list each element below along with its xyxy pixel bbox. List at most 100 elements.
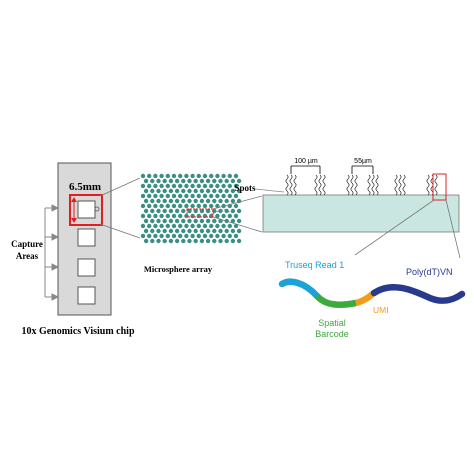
microsphere-dot bbox=[171, 173, 177, 179]
microsphere-dot bbox=[150, 238, 155, 244]
capture-oligo: Truseq Read 1 Poly(dT)VN UMI Spatial Bar… bbox=[278, 260, 466, 339]
microsphere-dot bbox=[140, 213, 146, 219]
probe-strand bbox=[375, 174, 379, 196]
microsphere-dot bbox=[193, 228, 198, 234]
microsphere-dot bbox=[230, 178, 236, 184]
microsphere-dot bbox=[190, 183, 195, 189]
probe-strand bbox=[394, 174, 398, 196]
microsphere-dot bbox=[199, 188, 205, 194]
microsphere-dot bbox=[171, 193, 177, 199]
microsphere-dot bbox=[156, 228, 161, 234]
slide-view: Spots 100 µm 55µm bbox=[234, 158, 461, 259]
arrow-up-icon bbox=[71, 197, 77, 202]
microsphere-dot bbox=[171, 183, 177, 189]
microsphere-dot bbox=[209, 203, 214, 209]
probe-strand bbox=[346, 174, 350, 196]
microsphere-dot bbox=[178, 173, 183, 179]
microsphere-dot bbox=[236, 178, 242, 184]
microsphere-dot bbox=[230, 218, 236, 224]
microsphere-dot bbox=[236, 238, 242, 244]
microsphere-dot bbox=[168, 208, 174, 214]
microsphere-dot bbox=[209, 173, 214, 179]
microsphere-dot bbox=[159, 173, 164, 179]
chip-title: 10x Genomics Visium chip bbox=[21, 326, 135, 337]
microsphere-dot bbox=[227, 183, 232, 189]
capture-area-3 bbox=[77, 258, 96, 277]
microsphere-dot bbox=[230, 208, 236, 214]
microsphere-dot bbox=[196, 193, 201, 199]
microsphere-dot bbox=[178, 213, 183, 219]
fiducial-marker-icon bbox=[94, 206, 100, 212]
probe-cluster bbox=[367, 174, 379, 196]
microsphere-dot bbox=[143, 188, 149, 194]
microsphere-dot bbox=[212, 208, 217, 214]
microsphere-dot bbox=[233, 223, 239, 229]
microsphere-dot bbox=[168, 188, 174, 194]
microsphere-dot bbox=[150, 228, 155, 234]
microsphere-dot bbox=[221, 173, 226, 179]
microsphere-dot bbox=[212, 238, 217, 244]
microsphere-dot bbox=[205, 198, 211, 204]
microsphere-dot bbox=[174, 198, 180, 204]
microsphere-dot bbox=[202, 203, 208, 209]
microsphere-dot bbox=[205, 178, 211, 184]
capture-area-highlighted bbox=[69, 194, 103, 226]
microsphere-dot bbox=[140, 223, 146, 229]
microsphere-dot bbox=[178, 233, 183, 239]
microsphere-dot bbox=[212, 178, 217, 184]
microsphere-dot bbox=[168, 228, 174, 234]
microsphere-dot bbox=[181, 198, 186, 204]
microsphere-dot bbox=[178, 203, 183, 209]
microsphere-dot bbox=[184, 173, 189, 179]
microsphere-dot bbox=[221, 223, 226, 229]
microsphere-dot bbox=[236, 188, 242, 194]
microsphere-dot bbox=[140, 203, 146, 209]
probe-strand bbox=[322, 174, 326, 196]
arrow-down-icon bbox=[71, 218, 77, 223]
probe-strand bbox=[293, 174, 297, 196]
microsphere-dot bbox=[165, 223, 170, 229]
microsphere-dot bbox=[209, 233, 214, 239]
microsphere-dot bbox=[233, 173, 239, 179]
microsphere-dot bbox=[184, 193, 189, 199]
microsphere-dot bbox=[181, 178, 186, 184]
microsphere-dot bbox=[156, 218, 161, 224]
microsphere-dot bbox=[153, 223, 158, 229]
microsphere-dot bbox=[199, 228, 205, 234]
microsphere-dot bbox=[147, 203, 152, 209]
microsphere-dot bbox=[224, 188, 229, 194]
microsphere-dot bbox=[215, 233, 220, 239]
microsphere-dot bbox=[171, 233, 177, 239]
spacing-label-55um: 55µm bbox=[354, 158, 372, 165]
probe-cluster bbox=[285, 174, 297, 196]
microsphere-dot bbox=[143, 178, 149, 184]
microsphere-dot bbox=[147, 233, 152, 239]
microsphere-dot bbox=[140, 193, 146, 199]
microsphere-dot bbox=[196, 173, 201, 179]
microsphere-dot bbox=[233, 193, 239, 199]
microsphere-dot bbox=[150, 188, 155, 194]
probe-strand bbox=[402, 174, 406, 196]
spots-label: Spots bbox=[234, 183, 256, 193]
probe-strand bbox=[426, 174, 430, 196]
microsphere-dot bbox=[187, 218, 192, 224]
capture-areas-label-line1: Capture bbox=[11, 239, 43, 249]
microsphere-dot bbox=[215, 173, 220, 179]
zoom-line-probe-left bbox=[354, 199, 435, 256]
microsphere-dot bbox=[187, 188, 192, 194]
probe-cluster bbox=[394, 174, 406, 196]
microsphere-dot bbox=[147, 193, 152, 199]
zoom-line-top bbox=[99, 177, 141, 197]
microsphere-dot bbox=[178, 193, 183, 199]
microsphere-dot bbox=[143, 228, 149, 234]
microsphere-dot bbox=[153, 183, 158, 189]
microsphere-dot bbox=[209, 193, 214, 199]
microsphere-array-label: Microsphere array bbox=[144, 264, 213, 274]
microsphere-dot bbox=[227, 233, 232, 239]
microsphere-dot bbox=[184, 223, 189, 229]
microsphere-dot bbox=[187, 198, 192, 204]
microsphere-dot bbox=[187, 238, 192, 244]
microsphere-dot bbox=[224, 228, 229, 234]
microsphere-dot bbox=[221, 193, 226, 199]
microsphere-dot bbox=[218, 238, 223, 244]
